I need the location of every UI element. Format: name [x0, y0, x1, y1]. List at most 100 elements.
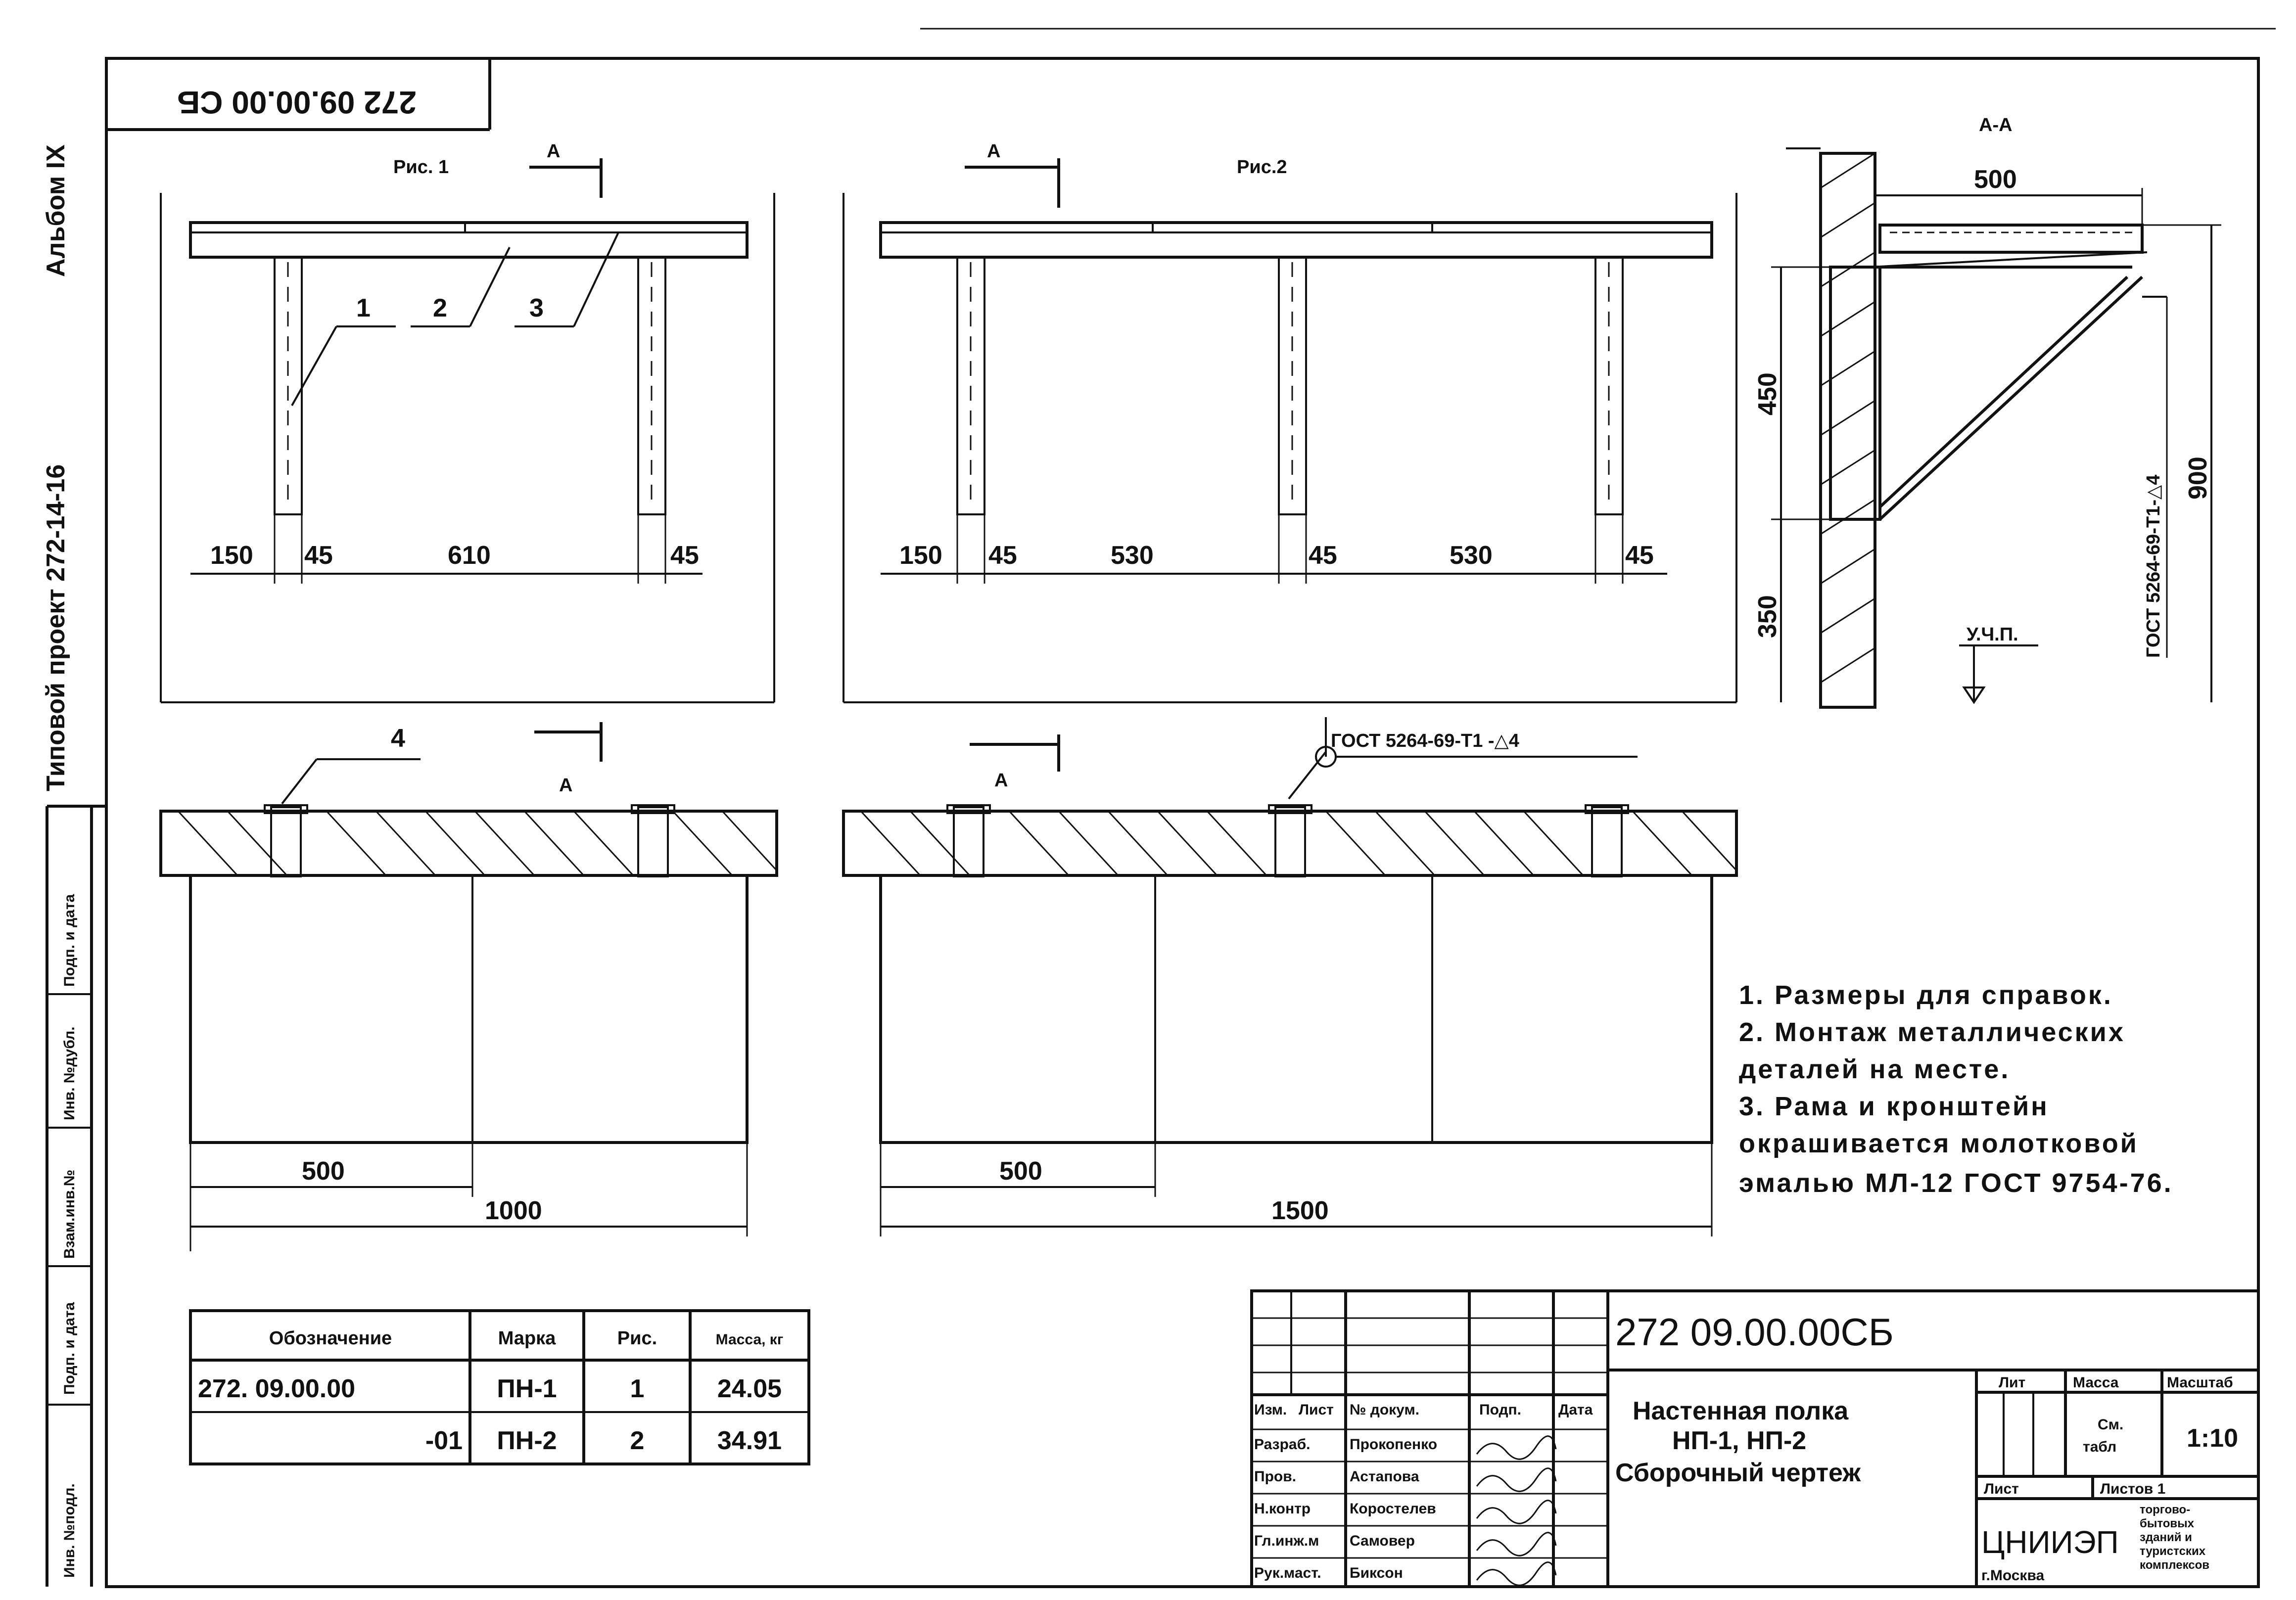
spec-row1-fig: 1: [630, 1374, 645, 1403]
note-line-3: деталей на месте.: [1739, 1054, 2010, 1084]
general-notes: 1. Размеры для справок. 2. Монтаж металл…: [1739, 980, 2173, 1198]
spec-header-fig: Рис.: [617, 1328, 657, 1349]
spec-row1-mark: ПН-1: [497, 1374, 557, 1403]
fig1-section-mark: А: [547, 141, 560, 162]
tb-col-date: Дата: [1558, 1402, 1593, 1418]
tb-title-line-3: Сборочный чертеж: [1615, 1459, 1861, 1487]
fig2-dim-150: 150: [899, 541, 942, 570]
tb-sheets-label: Листов 1: [2100, 1481, 2165, 1497]
fig1-dim-45a: 45: [304, 541, 333, 570]
note-line-4: 3. Рама и кронштейн: [1739, 1092, 2049, 1121]
note-line-2: 2. Монтаж металлических: [1739, 1017, 2125, 1047]
spec-header-mark: Марка: [498, 1328, 556, 1349]
tb-mass-value-1: См.: [2098, 1417, 2123, 1433]
note-line-6: эмалью МЛ-12 ГОСТ 9754-76.: [1739, 1168, 2173, 1198]
tb-scale-label: Масштаб: [2167, 1374, 2233, 1391]
fig1-plan-dim-1000: 1000: [485, 1196, 542, 1225]
note-line-5: окрашивается молотковой: [1739, 1129, 2139, 1158]
tb-name-5: Биксон: [1350, 1565, 1403, 1581]
tb-role-5: Рук.маст.: [1254, 1565, 1321, 1581]
tb-col-izm: Изм.: [1254, 1402, 1287, 1418]
fig2-plan-dim-1500: 1500: [1271, 1196, 1329, 1225]
spec-table: Обозначение Марка Рис. Масса, кг 272. 09…: [189, 1309, 810, 1465]
fig1-title: Рис. 1: [393, 157, 449, 178]
fig2-dim-45a: 45: [988, 541, 1017, 570]
fig1-elevation: Рис. 1 А 1 2 3 150 45 610 45: [160, 141, 775, 703]
tb-name-2: Астапова: [1350, 1468, 1419, 1485]
tb-sheet-label: Лист: [1984, 1481, 2019, 1497]
section-dim-900: 900: [2184, 457, 2212, 500]
section-dim-450: 450: [1753, 372, 1782, 415]
fig2-plan-dim-500: 500: [999, 1157, 1042, 1186]
spec-row2-designation: -01: [425, 1426, 463, 1455]
fig1-dim-150: 150: [210, 541, 253, 570]
section-weld-note: ГОСТ 5264-69-Т1-△4: [2143, 475, 2164, 658]
tb-col-doc: № докум.: [1350, 1402, 1419, 1418]
side-field-1: Инв. №подл.: [61, 1483, 78, 1578]
tb-name-4: Самовер: [1350, 1533, 1415, 1549]
fig2-dim-45c: 45: [1625, 541, 1654, 570]
side-album-label: Альбом IX: [42, 144, 70, 277]
tb-org-city: г.Москва: [1981, 1567, 2044, 1584]
tb-role-3: Н.контр: [1254, 1501, 1311, 1517]
fig2-elevation: Рис.2 А 150 45 530 45 530 45: [843, 141, 1737, 703]
tb-org-desc-3: зданий и: [2140, 1531, 2192, 1544]
side-field-5: Подп. и дата: [61, 894, 78, 987]
fig1-dim-610: 610: [448, 541, 491, 570]
section-dim-500: 500: [1974, 165, 2017, 194]
note-line-1: 1. Размеры для справок.: [1739, 980, 2113, 1010]
spec-row2-mark: ПН-2: [497, 1426, 557, 1455]
spec-header-designation: Обозначение: [269, 1328, 392, 1349]
fig1-dim-45b: 45: [670, 541, 699, 570]
fig2-dim-530b: 530: [1450, 541, 1493, 570]
tb-col-sign: Подп.: [1479, 1402, 1521, 1418]
tb-mass-label: Масса: [2073, 1374, 2119, 1391]
fig2-dim-45b: 45: [1309, 541, 1337, 570]
fig1-leader-1: 1: [356, 294, 371, 322]
tb-title-line-1: Настенная полка: [1633, 1397, 1849, 1425]
top-stamp: 272 09.00.00 СБ: [106, 58, 491, 131]
top-stamp-code: 272 09.00.00 СБ: [177, 85, 417, 120]
tb-role-4: Гл.инж.м: [1254, 1533, 1319, 1549]
spec-row2-fig: 2: [630, 1426, 645, 1455]
tb-name-3: Коростелев: [1350, 1501, 1436, 1517]
tb-scale-value: 1:10: [2187, 1424, 2238, 1453]
tb-mass-value-2: табл: [2083, 1439, 2116, 1455]
side-field-3: Взам.инв.№: [61, 1170, 78, 1259]
side-field-2: Подп. и дата: [61, 1302, 78, 1395]
fig2-plan: А ГОСТ 5264-69-Т1 -△4 500: [842, 717, 1738, 1236]
fig2-section-mark: А: [987, 141, 1000, 162]
fig1-plan-dim-500: 500: [302, 1157, 345, 1186]
fig1-plan-section-mark: А: [559, 775, 572, 796]
sheet-frame: [105, 57, 2260, 1588]
fig2-weld-note: ГОСТ 5264-69-Т1 -△4: [1331, 731, 1519, 751]
left-binding-strip: Инв. №подл. Подп. и дата Взам.инв.№ Инв.…: [42, 144, 106, 1587]
tb-role-1: Разраб.: [1254, 1436, 1310, 1453]
tb-org-desc-1: торгово-: [2140, 1503, 2190, 1516]
tb-org-desc-2: бытовых: [2140, 1517, 2195, 1530]
tb-name-1: Прокопенко: [1350, 1436, 1437, 1453]
side-field-4: Инв. №дубл.: [61, 1026, 78, 1120]
fig2-plan-section-mark: А: [994, 770, 1008, 791]
tb-role-2: Пров.: [1254, 1468, 1296, 1485]
fig1-plan: А 4 500 1000: [159, 722, 778, 1251]
section-level-label: У.Ч.П.: [1967, 624, 2018, 645]
spec-header-mass: Масса, кг: [716, 1331, 784, 1348]
fig1-leader-2: 2: [433, 294, 447, 322]
tb-org-desc-5: комплексов: [2140, 1558, 2209, 1572]
side-project-label: Типовой проект 272-14-16: [42, 464, 70, 791]
tb-org-desc-4: туристских: [2140, 1545, 2206, 1558]
signature-marks: [1476, 1435, 1557, 1586]
spec-row1-mass: 24.05: [717, 1374, 782, 1403]
section-aa-title: А-А: [1979, 115, 2013, 136]
tb-col-list: Лист: [1299, 1402, 1334, 1418]
tb-org: ЦНИИЭП: [1981, 1524, 2119, 1560]
fig1-weld-leader: 4: [391, 724, 405, 753]
tb-drawing-code: 272 09.00.00СБ: [1615, 1310, 1894, 1354]
spec-row1-designation: 272. 09.00.00: [198, 1374, 355, 1403]
tb-title-line-2: НП-1, НП-2: [1672, 1426, 1806, 1455]
tb-lit-label: Лит: [1999, 1374, 2025, 1391]
fig1-leader-3: 3: [529, 294, 544, 322]
section-dim-350: 350: [1753, 595, 1782, 638]
